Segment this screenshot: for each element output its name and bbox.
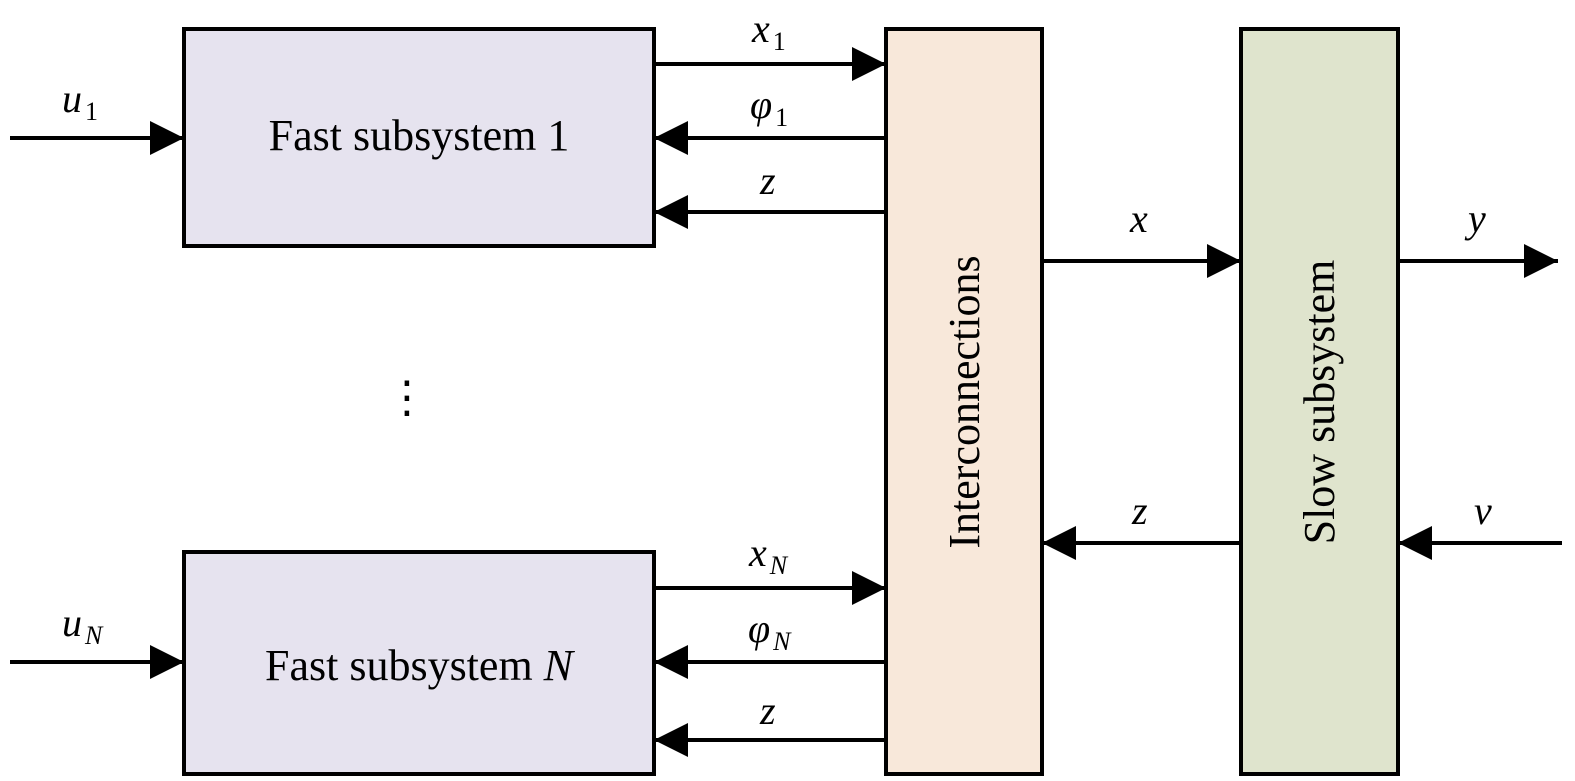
label-z-slow: z [1131, 488, 1148, 533]
label-x1-sub: 1 [773, 27, 786, 56]
ellipsis: ⋮ [385, 372, 429, 423]
label-xn-sub: N [769, 551, 789, 580]
label-un-main: u [62, 600, 82, 645]
label-phi1-main: φ [750, 82, 772, 127]
label-phin-sub: N [772, 627, 792, 656]
label-z1: z [759, 158, 776, 203]
fast-subsystem-n-label-var: N [543, 641, 576, 690]
slow-subsystem-rect [1239, 27, 1400, 776]
label-u1-main: u [62, 76, 82, 121]
interconnections-rect [884, 27, 1044, 776]
label-x: x [1129, 196, 1148, 241]
label-phin-main: φ [748, 606, 770, 651]
label-xn-main: x [748, 530, 767, 575]
label-un-sub: N [84, 621, 104, 650]
fast-subsystem-1-block: Fast subsystem 1 [182, 27, 656, 248]
label-y: y [1464, 196, 1486, 241]
fast-subsystem-1-rect [182, 27, 656, 248]
fast-subsystem-1-label: Fast subsystem 1 [269, 111, 570, 160]
fast-subsystem-n-label-prefix: Fast subsystem [265, 641, 544, 690]
slow-subsystem-label: Slow subsystem [1295, 260, 1344, 545]
label-x1-main: x [751, 6, 770, 51]
fast-subsystem-n-block: Fast subsystem N [182, 550, 656, 776]
interconnections-label: Interconnections [940, 255, 989, 548]
label-phi1-sub: 1 [775, 103, 788, 132]
label-v: v [1474, 488, 1492, 533]
fast-subsystem-n-label: Fast subsystem N [265, 641, 576, 690]
label-zn: z [759, 688, 776, 733]
fast-subsystem-n-rect [182, 550, 656, 776]
label-u1-sub: 1 [85, 97, 98, 126]
interconnections-block: Interconnections [884, 27, 1044, 776]
slow-subsystem-block: Slow subsystem [1239, 27, 1400, 776]
